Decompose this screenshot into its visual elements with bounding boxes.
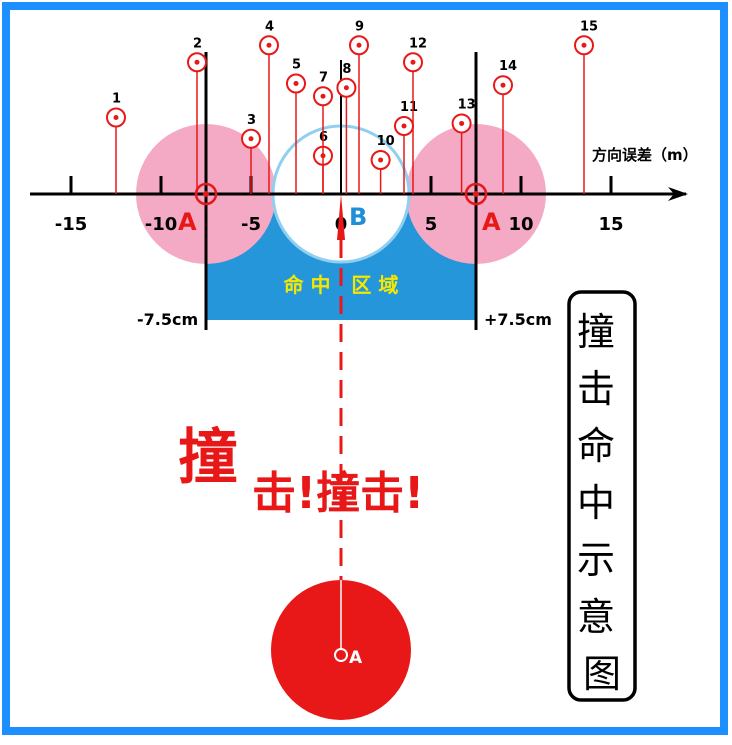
- ship-a-right-marker: [464, 182, 488, 206]
- shot-number: 9: [355, 19, 364, 34]
- shot-number: 2: [193, 36, 202, 51]
- ship-a-left-marker: [194, 182, 218, 206]
- shot-dot: [266, 42, 272, 48]
- shot-dot: [113, 115, 119, 120]
- ship-a-bottom-marker: [334, 648, 348, 662]
- minus-bound-label: -7.5cm: [137, 310, 198, 329]
- shot-dot: [581, 42, 587, 48]
- title-vertical: 撞 击 命 中 示 意 图: [577, 310, 627, 696]
- impact-text-1: 撞: [178, 423, 238, 493]
- shot-markers: 123456789101112131415: [106, 19, 598, 194]
- shot-dot: [459, 120, 465, 126]
- axis-tick-label: -5: [241, 214, 261, 235]
- shot-dot: [248, 136, 254, 142]
- axis-label: 方向误差（m）: [592, 146, 698, 164]
- heading-needle-icon: [337, 194, 345, 240]
- shot-dot: [356, 42, 362, 48]
- shot-dot: [293, 81, 299, 86]
- ship-a-left-label: A: [178, 208, 197, 236]
- shot-number: 12: [409, 36, 427, 51]
- axis-tick-label: 15: [598, 214, 623, 235]
- axis-tick-label: -15: [55, 214, 88, 235]
- title-box: [567, 290, 637, 702]
- ship-a-bottom-label: A: [349, 648, 363, 668]
- shot-number: 15: [580, 19, 598, 34]
- shot-number: 14: [499, 59, 517, 74]
- shot-number: 10: [377, 134, 395, 149]
- shot-number: 4: [265, 19, 274, 34]
- shot-number: 1: [112, 92, 121, 107]
- shot-dot: [401, 123, 407, 129]
- axis-tick-label: -10: [145, 214, 178, 235]
- shot-dot: [410, 59, 416, 65]
- ship-a-left-dot: [203, 191, 209, 197]
- shot-dot: [320, 93, 326, 99]
- shot-number: 3: [247, 113, 256, 128]
- shot-dot: [378, 157, 384, 163]
- plus-bound-label: +7.5cm: [484, 310, 552, 329]
- ship-b-label: B: [349, 203, 367, 231]
- ship-a-right-dot: [473, 191, 479, 197]
- shot-number: 8: [342, 62, 351, 77]
- shot-dot: [343, 85, 349, 91]
- ship-a-right-label: A: [482, 208, 501, 236]
- shot-number: 13: [458, 97, 476, 112]
- impact-text-2: 击!撞击!: [252, 468, 424, 519]
- axis-tick-label: 5: [425, 214, 438, 235]
- axis-tick-label: 10: [508, 214, 533, 235]
- shot-dot: [500, 82, 506, 88]
- shot-dot: [194, 59, 200, 65]
- shot-number: 5: [292, 58, 301, 73]
- shot-number: 11: [400, 100, 418, 115]
- shot-number: 7: [319, 70, 328, 85]
